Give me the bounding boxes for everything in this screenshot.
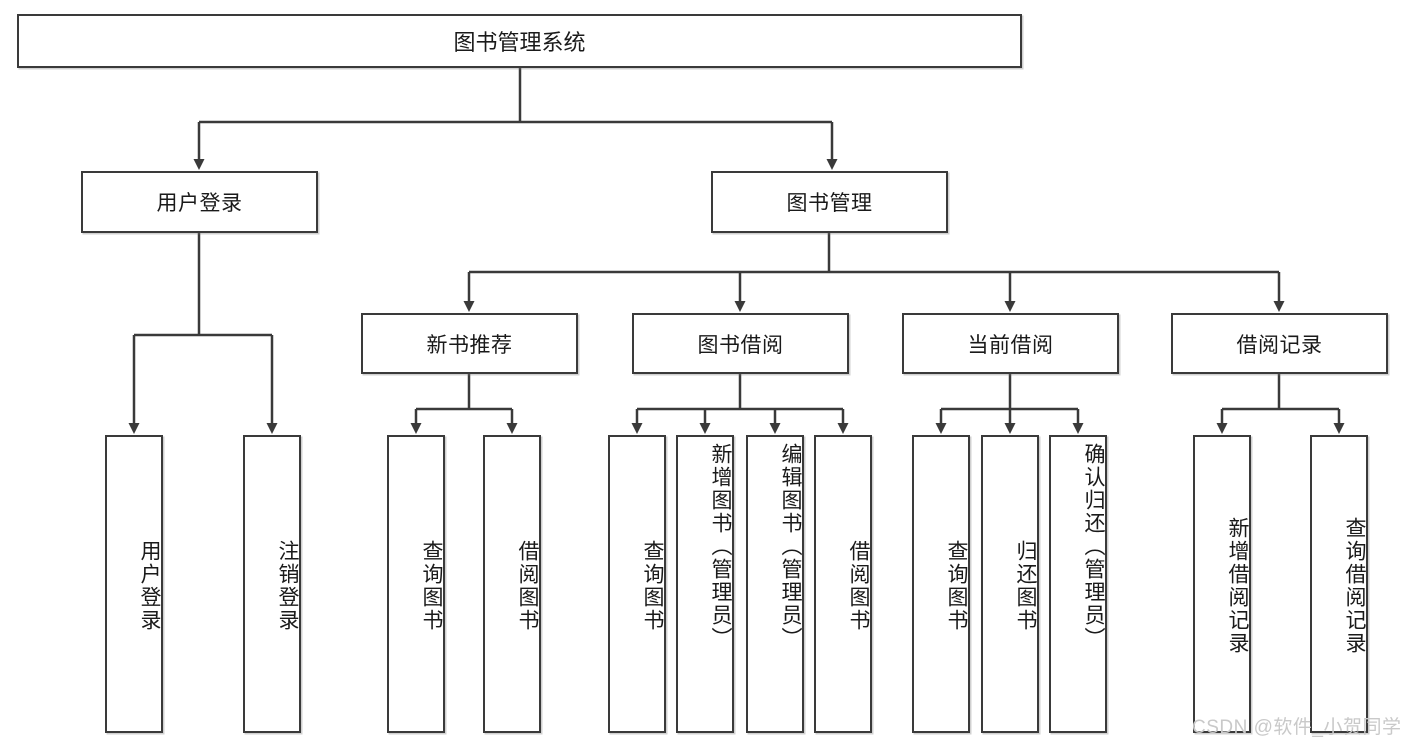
leaf-book-borrow-add-admin[interactable]: 新增图书（管理员） <box>676 435 734 733</box>
leaf-book-borrow-borrow[interactable]: 借阅图书 <box>814 435 872 733</box>
leaf-user-login-logout[interactable]: 注销登录 <box>243 435 301 733</box>
leaf-new-book-query[interactable]: 查询图书 <box>387 435 445 733</box>
node-root-system[interactable]: 图书管理系统 <box>17 14 1022 68</box>
leaf-book-borrow-query[interactable]: 查询图书 <box>608 435 666 733</box>
leaf-current-borrow-query[interactable]: 查询图书 <box>912 435 970 733</box>
leaf-book-borrow-edit-admin[interactable]: 编辑图书（管理员） <box>746 435 804 733</box>
node-user-login[interactable]: 用户登录 <box>81 171 318 233</box>
leaf-borrow-record-query[interactable]: 查询借阅记录 <box>1310 435 1368 733</box>
node-new-book-recommend[interactable]: 新书推荐 <box>361 313 578 374</box>
leaf-current-borrow-return[interactable]: 归还图书 <box>981 435 1039 733</box>
node-book-borrow[interactable]: 图书借阅 <box>632 313 849 374</box>
node-current-borrow[interactable]: 当前借阅 <box>902 313 1119 374</box>
node-book-management[interactable]: 图书管理 <box>711 171 948 233</box>
leaf-borrow-record-add[interactable]: 新增借阅记录 <box>1193 435 1251 733</box>
node-borrow-record[interactable]: 借阅记录 <box>1171 313 1388 374</box>
leaf-new-book-borrow[interactable]: 借阅图书 <box>483 435 541 733</box>
watermark-text: CSDN @软件_小贺同学 <box>1192 717 1402 738</box>
leaf-current-borrow-confirm-admin[interactable]: 确认归还（管理员） <box>1049 435 1107 733</box>
leaf-user-login-login[interactable]: 用户登录 <box>105 435 163 733</box>
